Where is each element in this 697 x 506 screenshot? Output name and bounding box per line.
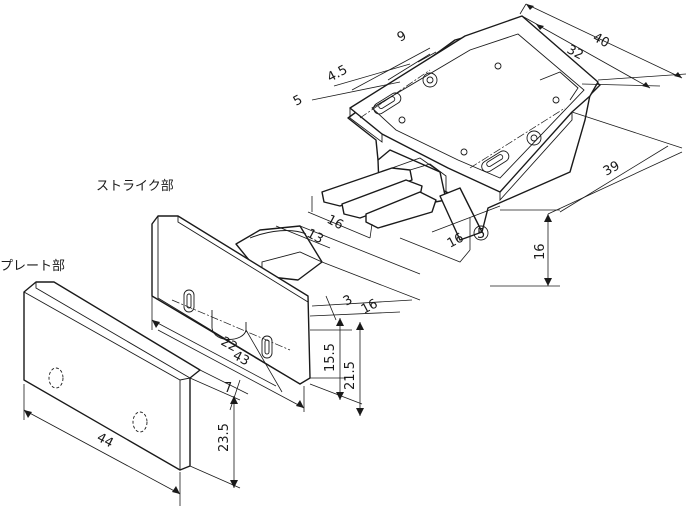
dim-16-5: 16 <box>445 231 467 252</box>
mounting-hole-icon <box>183 289 195 313</box>
dim-13: 13 <box>304 226 326 247</box>
dim-21-5: 21.5 <box>343 361 358 390</box>
dimension-lines <box>23 3 687 506</box>
dim-40: 40 <box>590 30 612 51</box>
dim-16-jaw: 16 <box>324 212 346 233</box>
strike-part <box>151 215 323 385</box>
dim-15-5: 15.5 <box>323 343 338 372</box>
hidden-hole-icon <box>132 411 148 433</box>
dim-39: 39 <box>601 159 623 180</box>
dim-43: 43 <box>230 348 252 369</box>
dim-7: 7 <box>224 381 232 396</box>
latch-body <box>321 15 601 241</box>
dim-9: 9 <box>395 28 409 45</box>
circled-5-icon <box>473 225 489 241</box>
slot-hole-right <box>481 150 510 173</box>
hidden-hole-icon <box>48 367 64 389</box>
dim-16-right: 16 <box>533 243 548 260</box>
dim-32: 32 <box>564 42 586 63</box>
dim-22: 22 <box>218 334 240 355</box>
plate-part-label: プレート部 <box>0 259 65 274</box>
dim-5: 5 <box>291 92 305 109</box>
dim-3: 3 <box>341 292 355 309</box>
slot-hole-left <box>373 92 402 115</box>
strike-part-label: ストライク部 <box>96 179 174 194</box>
dim-16-strike: 16 <box>359 297 381 318</box>
dimension-text: 40 32 9 4.5 5 39 16 16 5 16 13 3 16 22 4… <box>94 28 622 452</box>
screw-hole-icon <box>526 130 542 146</box>
dim-5-circled: 5 <box>477 227 485 242</box>
dim-23-5: 23.5 <box>217 423 232 452</box>
screw-hole-icon <box>422 72 438 88</box>
dim-44: 44 <box>94 430 116 451</box>
mounting-hole-icon <box>261 335 273 359</box>
